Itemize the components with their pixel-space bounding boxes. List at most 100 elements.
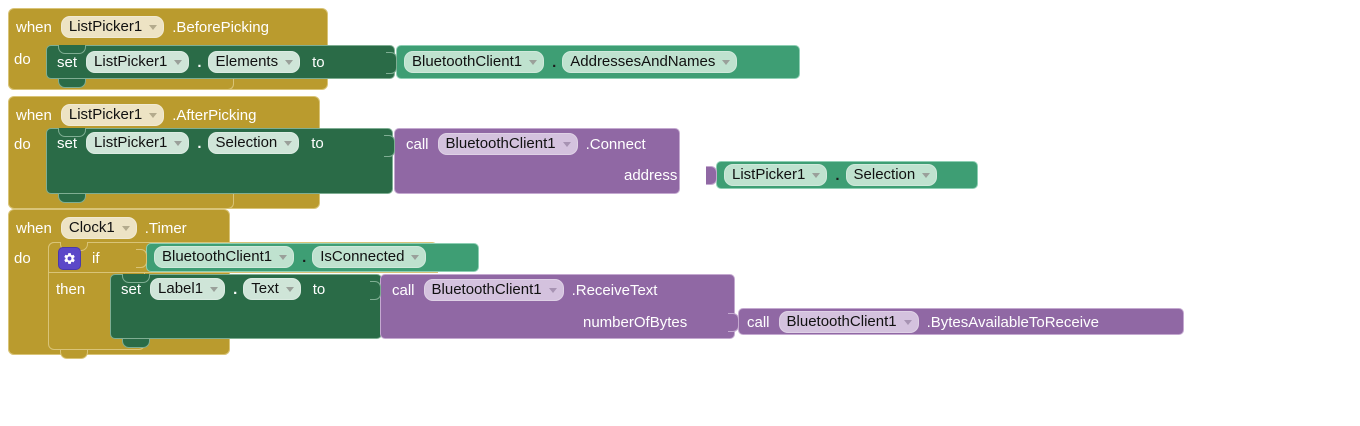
call-arg-row-3: numberOfBytes — [583, 311, 687, 333]
component-name: ListPicker1 — [68, 105, 143, 123]
value-socket-2b — [706, 166, 717, 185]
chevron-down-icon — [922, 173, 931, 178]
setter-property-dropdown[interactable]: Elements — [207, 50, 301, 74]
method-name: .BytesAvailableToReceive — [926, 313, 1099, 331]
setter-property-dropdown[interactable]: Text — [243, 277, 301, 301]
then-label: then — [56, 278, 85, 300]
statement-notch-top-2 — [58, 128, 86, 137]
component-name: ListPicker1 — [94, 52, 168, 70]
getter-property-dropdown[interactable]: IsConnected — [312, 245, 427, 269]
getter-component-dropdown[interactable]: BluetoothClient1 — [404, 50, 545, 74]
dot-separator: . — [197, 53, 202, 71]
component-name: BluetoothClient1 — [445, 134, 556, 152]
component-name: ListPicker1 — [94, 133, 168, 151]
value-socket-2 — [384, 135, 395, 157]
statement-notch-bottom-4 — [60, 350, 88, 359]
statement-notch-top-1 — [58, 45, 86, 54]
component-name: ListPicker1 — [68, 17, 143, 35]
chevron-down-icon — [529, 60, 538, 65]
setter-component-dropdown[interactable]: ListPicker1 — [86, 131, 190, 155]
call-row-2: call BluetoothClient1 .Connect — [406, 132, 646, 156]
value-socket-3 — [136, 249, 147, 268]
set-keyword: set — [57, 134, 78, 152]
when-keyword: when — [16, 219, 52, 237]
component-dropdown-listpicker1[interactable]: ListPicker1 — [60, 15, 165, 39]
to-keyword: to — [312, 280, 326, 298]
getter-component-dropdown[interactable]: ListPicker1 — [724, 163, 828, 187]
method-name: .ReceiveText — [571, 281, 658, 299]
property-name: Text — [251, 279, 279, 297]
to-keyword: to — [312, 53, 325, 71]
setter-component-dropdown[interactable]: ListPicker1 — [86, 50, 190, 74]
getter-row-2: ListPicker1 . Selection — [724, 163, 938, 187]
getter-property-dropdown[interactable]: Selection — [845, 163, 938, 187]
value-socket-5 — [728, 313, 739, 332]
component-dropdown-listpicker1[interactable]: ListPicker1 — [60, 103, 165, 127]
statement-notch-bottom-3 — [122, 339, 150, 348]
dot-separator: . — [233, 280, 238, 298]
chevron-down-icon — [411, 255, 420, 260]
getter-property-dropdown[interactable]: AddressesAndNames — [562, 50, 738, 74]
chevron-down-icon — [121, 226, 130, 231]
setter-component-dropdown[interactable]: Label1 — [150, 277, 226, 301]
event-name: .AfterPicking — [172, 106, 257, 124]
event-header-3: when Clock1 .Timer — [16, 216, 187, 240]
set-keyword: set — [57, 53, 78, 71]
setter-row-3: set Label1 . Text to — [121, 277, 326, 301]
do-keyword: do — [14, 135, 31, 153]
method-name: .Connect — [585, 135, 646, 153]
chevron-down-icon — [285, 60, 294, 65]
component-dropdown-clock1[interactable]: Clock1 — [60, 216, 137, 240]
call-component-dropdown[interactable]: BluetoothClient1 — [778, 310, 919, 334]
call-component-dropdown[interactable]: BluetoothClient1 — [423, 278, 564, 302]
property-name: IsConnected — [320, 247, 405, 265]
nested-call-row: call BluetoothClient1 .BytesAvailableToR… — [747, 310, 1099, 334]
chevron-down-icon — [149, 113, 158, 118]
call-keyword: call — [406, 135, 429, 153]
do-label-2: do — [14, 133, 31, 155]
value-socket-4 — [370, 281, 381, 300]
statement-notch-bottom-1 — [58, 79, 86, 88]
dot-separator: . — [197, 134, 202, 152]
to-keyword: to — [311, 134, 324, 152]
do-label-3: do — [14, 247, 31, 269]
chevron-down-icon — [149, 25, 158, 30]
property-name: Selection — [215, 133, 278, 151]
component-name: BluetoothClient1 — [162, 247, 273, 265]
then-keyword: then — [56, 280, 86, 298]
do-keyword: do — [14, 50, 31, 68]
call-arg-row-2: address — [624, 164, 677, 186]
setter-property-dropdown[interactable]: Selection — [207, 131, 300, 155]
component-name: BluetoothClient1 — [412, 52, 523, 70]
when-keyword: when — [16, 106, 52, 124]
getter-row-1: BluetoothClient1 . AddressesAndNames — [404, 50, 738, 74]
do-label-1: do — [14, 48, 31, 70]
chevron-down-icon — [210, 287, 219, 292]
chevron-down-icon — [279, 255, 288, 260]
property-name: Elements — [215, 52, 279, 70]
event-name: .BeforePicking — [172, 18, 269, 36]
set-keyword: set — [121, 280, 142, 298]
component-name: BluetoothClient1 — [431, 280, 542, 298]
call-keyword: call — [392, 281, 415, 299]
call-row-3: call BluetoothClient1 .ReceiveText — [392, 278, 658, 302]
component-name: Clock1 — [68, 218, 115, 236]
call-component-dropdown[interactable]: BluetoothClient1 — [437, 132, 578, 156]
event-header-2: when ListPicker1 .AfterPicking — [16, 103, 256, 127]
value-socket-1 — [386, 52, 397, 74]
dot-separator: . — [552, 53, 557, 71]
statement-notch-bottom-2 — [58, 194, 86, 203]
chevron-down-icon — [903, 320, 912, 325]
arg-label-numberofbytes: numberOfBytes — [583, 313, 688, 331]
chevron-down-icon — [285, 287, 294, 292]
getter-component-dropdown[interactable]: BluetoothClient1 — [154, 245, 295, 269]
gear-icon[interactable] — [58, 246, 81, 270]
getter-row-3: BluetoothClient1 . IsConnected — [154, 245, 427, 269]
setter-row-2: set ListPicker1 . Selection to — [57, 131, 324, 155]
dot-separator: . — [302, 248, 307, 266]
if-keyword: if — [92, 249, 100, 267]
dot-separator: . — [835, 166, 840, 184]
component-name: BluetoothClient1 — [786, 312, 897, 330]
chevron-down-icon — [284, 141, 293, 146]
